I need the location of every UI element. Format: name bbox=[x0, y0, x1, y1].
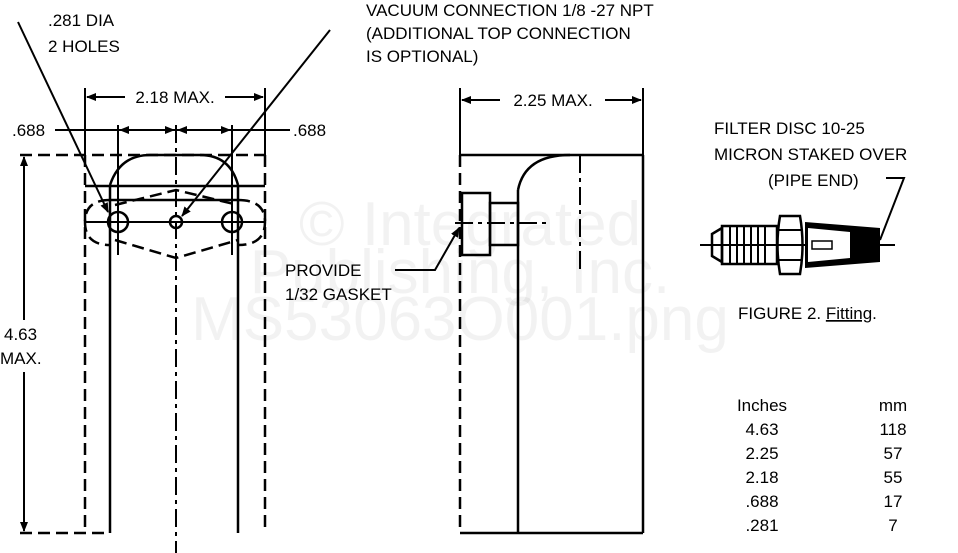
filter-note-1: FILTER DISC 10-25 bbox=[714, 119, 865, 138]
side-view: 2.25 MAX. PROVIDE 1/32 GASKET bbox=[285, 88, 645, 535]
cell-mm: 55 bbox=[884, 468, 903, 487]
spacing-dimension-right: .688 bbox=[293, 121, 326, 140]
vacuum-connection-note-2: IS OPTIONAL) bbox=[366, 47, 478, 66]
cell-inches: .688 bbox=[745, 492, 778, 511]
header-inches: Inches bbox=[737, 396, 787, 415]
cell-mm: 17 bbox=[884, 492, 903, 511]
cell-inches: 4.63 bbox=[745, 420, 778, 439]
filter-note-3: (PIPE END) bbox=[768, 171, 859, 190]
cell-inches: 2.25 bbox=[745, 444, 778, 463]
figure-2-fitting: FILTER DISC 10-25 MICRON STAKED OVER (PI… bbox=[700, 119, 907, 323]
figure-caption: FIGURE 2. Fitting. bbox=[738, 304, 877, 323]
conversion-table: Inches mm 4.63 118 2.25 57 2.18 55 .688 … bbox=[737, 396, 907, 535]
cell-mm: 7 bbox=[888, 516, 897, 535]
gasket-label: PROVIDE bbox=[285, 261, 362, 280]
width-dimension-2-25: 2.25 MAX. bbox=[513, 91, 592, 110]
header-mm: mm bbox=[879, 396, 907, 415]
front-view: 2.18 MAX. .688 .688 4.63 MAX. .281 DIA 2… bbox=[0, 1, 654, 553]
hole-label-count: 2 HOLES bbox=[48, 37, 120, 56]
vacuum-connection-note-1: (ADDITIONAL TOP CONNECTION bbox=[366, 24, 631, 43]
cell-mm: 118 bbox=[879, 420, 906, 439]
spacing-dimension-left: .688 bbox=[12, 121, 45, 140]
vacuum-connection-label: VACUUM CONNECTION 1/8 -27 NPT bbox=[366, 1, 654, 20]
width-dimension-2-18: 2.18 MAX. bbox=[135, 88, 214, 107]
watermark-line-1: © Integrated bbox=[299, 190, 641, 259]
cell-inches: 2.18 bbox=[745, 468, 778, 487]
hole-label-dia: .281 DIA bbox=[48, 11, 115, 30]
height-dimension-value: 4.63 bbox=[4, 325, 37, 344]
cell-mm: 57 bbox=[884, 444, 903, 463]
height-dimension-max: MAX. bbox=[0, 349, 42, 368]
filter-note-2: MICRON STAKED OVER bbox=[714, 145, 907, 164]
gasket-spec: 1/32 GASKET bbox=[285, 285, 392, 304]
cell-inches: .281 bbox=[745, 516, 778, 535]
